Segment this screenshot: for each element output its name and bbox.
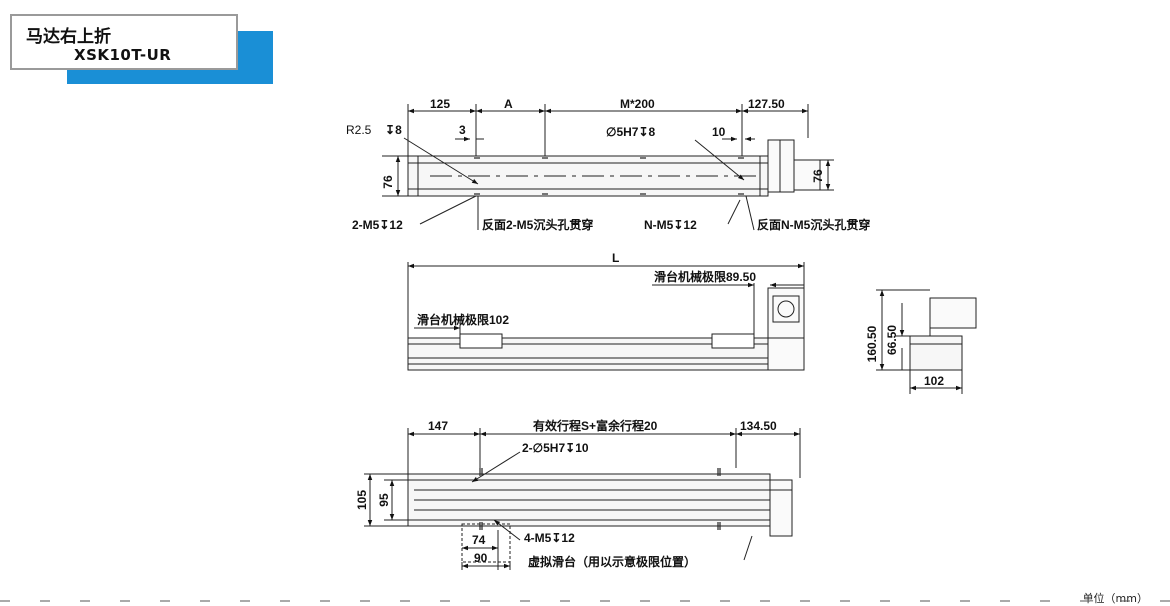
title-name: 马达右上折 bbox=[26, 27, 111, 47]
end-view-profile bbox=[909, 335, 963, 371]
dim-125: 125 bbox=[430, 97, 450, 111]
bottom-view bbox=[364, 428, 801, 570]
dim-m200: M*200 bbox=[620, 97, 655, 111]
title-model: XSK10T-UR bbox=[74, 46, 172, 64]
unit-label: 单位（mm） bbox=[1082, 592, 1148, 605]
callout-2m5: 2-M5↧12 bbox=[352, 218, 403, 232]
end-view bbox=[876, 289, 977, 394]
top-view bbox=[382, 104, 834, 231]
dim-127: 127.50 bbox=[748, 97, 785, 111]
top-view-labels: 125 A M*200 127.50 3 10 76 76 R2.5 ↧8 ∅5… bbox=[346, 97, 870, 232]
dim-105: 105 bbox=[355, 490, 369, 510]
depth-8-a: ↧8 bbox=[385, 123, 402, 137]
dim-76-right: 76 bbox=[811, 169, 825, 183]
dim-a: A bbox=[504, 97, 513, 111]
side-view-labels: L 滑台机械极限89.50 滑台机械极限102 bbox=[417, 251, 756, 327]
limit-left: 滑台机械极限102 bbox=[417, 312, 509, 327]
title-box: 马达右上折 XSK10T-UR bbox=[10, 14, 238, 70]
dim-10: 10 bbox=[712, 125, 726, 139]
bottom-view-motor bbox=[769, 479, 793, 537]
bottom-view-virtual-slide bbox=[461, 523, 511, 563]
dim-147: 147 bbox=[428, 419, 448, 433]
dim-95: 95 bbox=[377, 493, 391, 507]
dim-66: 66.50 bbox=[885, 325, 899, 355]
callout-2-5h7: 2-∅5H7↧10 bbox=[522, 441, 589, 455]
dim-90: 90 bbox=[474, 551, 488, 565]
callout-4m5: 4-M5↧12 bbox=[524, 531, 575, 545]
dim-74: 74 bbox=[472, 533, 486, 547]
limit-right: 滑台机械极限89.50 bbox=[654, 269, 756, 284]
callout-back-2m5: 反面2-M5沉头孔贯穿 bbox=[482, 217, 593, 232]
bottom-view-labels: 147 有效行程S+富余行程20 134.50 2-∅5H7↧10 105 95… bbox=[355, 418, 777, 569]
dim-160: 160.50 bbox=[865, 325, 879, 362]
side-view-slide-left bbox=[459, 333, 503, 349]
dim-3: 3 bbox=[459, 123, 466, 137]
dim-102-end: 102 bbox=[924, 374, 944, 388]
dim-stroke: 有效行程S+富余行程20 bbox=[533, 418, 658, 433]
side-view-slide-right bbox=[711, 333, 755, 349]
bottom-dotted-border bbox=[0, 600, 1170, 602]
callout-virtual-slide: 虚拟滑台（用以示意极限位置） bbox=[528, 554, 696, 569]
callout-r25: R2.5 bbox=[346, 123, 372, 137]
end-view-motor bbox=[929, 297, 977, 329]
dim-134: 134.50 bbox=[740, 419, 777, 433]
callout-back-nm5: 反面N-M5沉头孔贯穿 bbox=[757, 217, 870, 232]
callout-5h7: ∅5H7↧8 bbox=[606, 125, 656, 139]
top-view-motor bbox=[767, 139, 795, 193]
end-view-labels: 160.50 66.50 102 bbox=[865, 325, 944, 388]
dim-l: L bbox=[612, 251, 619, 265]
callout-nm5: N-M5↧12 bbox=[644, 218, 697, 232]
side-view-motor bbox=[767, 287, 805, 371]
dim-76-left: 76 bbox=[381, 175, 395, 189]
side-view bbox=[407, 262, 805, 371]
